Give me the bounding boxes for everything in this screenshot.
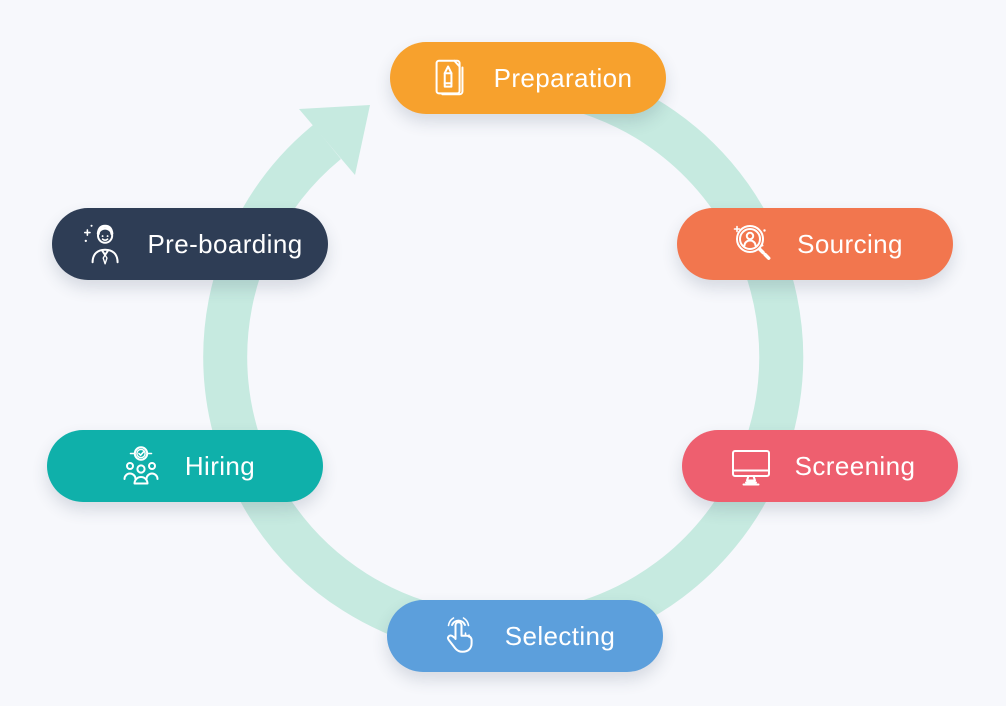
employee-icon: [77, 217, 129, 271]
tap-hand-icon: [435, 609, 487, 663]
stage-label-screening: Screening: [794, 450, 916, 481]
stage-label-selecting: Selecting: [504, 620, 616, 651]
stage-pill-hiring: Hiring: [47, 430, 323, 502]
cycle-arrowhead-icon: [299, 105, 370, 175]
cycle-arc: [203, 57, 804, 658]
stage-pill-selecting: Selecting: [387, 600, 663, 672]
stage-pill-sourcing: Sourcing: [677, 208, 953, 280]
stage-label-preparation: Preparation: [493, 62, 633, 93]
stage-pill-screening: Screening: [682, 430, 958, 502]
team-badge-icon: [115, 439, 167, 493]
stage-label-sourcing: Sourcing: [797, 228, 903, 259]
magnifier-person-icon: [727, 217, 779, 271]
stage-label-hiring: Hiring: [184, 450, 256, 481]
stage-pill-preboarding: Pre-boarding: [52, 208, 328, 280]
stage-pill-preparation: Preparation: [390, 42, 666, 114]
document-pencil-icon: [424, 51, 476, 105]
monitor-icon: [725, 439, 777, 493]
stage-label-preboarding: Pre-boarding: [147, 228, 303, 259]
